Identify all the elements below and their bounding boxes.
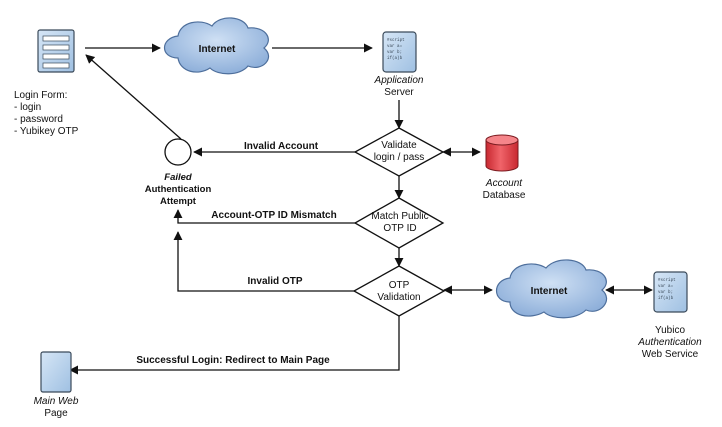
database-label: Account Database (482, 178, 526, 201)
otp-validation-diamond (352, 265, 446, 317)
svg-text:var a=: var a= (387, 45, 403, 49)
server-script-icon: #script var a= var b; if(a)b (653, 271, 688, 313)
svg-text:var b;: var b; (658, 290, 673, 295)
svg-text:var a=: var a= (658, 285, 674, 289)
login-form-title: Login Form: (14, 90, 68, 101)
login-form-item: - password (14, 114, 63, 125)
web-page-icon (40, 351, 72, 393)
edge-otp-mismatch (173, 209, 356, 224)
otp-validation-label: OTP Validation (377, 280, 421, 303)
form-document-icon (37, 29, 75, 73)
app-server-label: Application Server (374, 75, 424, 98)
login-form-item: - login (14, 102, 42, 113)
validate-diamond (353, 127, 445, 177)
invalid-otp-label: Invalid OTP (247, 276, 303, 287)
server-script-icon: #script var a= var b; if(a)b (382, 31, 417, 73)
otp-mismatch-label: Account-OTP ID Mismatch (211, 210, 337, 221)
database-cylinder-icon (485, 134, 519, 172)
internet-top-label: Internet (198, 44, 236, 55)
svg-text:#script: #script (387, 38, 405, 43)
svg-text:if(a)b: if(a)b (658, 296, 674, 301)
login-form-label: Login Form: - login - password - Yubikey… (14, 90, 78, 138)
failed-attempt-circle (164, 138, 192, 166)
edge-invalid-otp (173, 231, 356, 292)
edge-success-login (69, 315, 400, 375)
main-page-label: Main Web Page (33, 396, 79, 419)
match-otp-label: Match Public OTP ID (371, 211, 429, 234)
edge-failed-to-form (85, 54, 182, 140)
svg-text:#script: #script (658, 278, 676, 283)
internet-cloud-icon (163, 17, 270, 75)
yubico-label: Yubico Authentication Web Service (638, 325, 702, 360)
svg-text:var b;: var b; (387, 50, 402, 55)
svg-text:if(a)b: if(a)b (387, 56, 403, 61)
match-otp-diamond (353, 197, 445, 249)
validate-label: Validate login / pass (373, 140, 425, 163)
success-login-label: Successful Login: Redirect to Main Page (136, 355, 330, 366)
login-form-item: - Yubikey OTP (14, 126, 79, 137)
internet-bottom-label: Internet (530, 286, 568, 297)
internet-cloud-icon (495, 259, 608, 319)
failed-auth-label: Failed Authentication Attempt (144, 172, 212, 207)
invalid-account-label: Invalid Account (243, 141, 319, 152)
